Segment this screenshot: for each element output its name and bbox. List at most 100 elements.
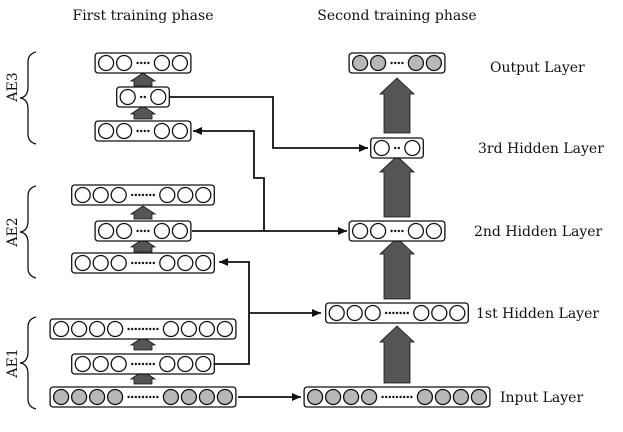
neuron-node: [180, 388, 198, 406]
ae1-up-arrow-bottom: [129, 370, 157, 385]
neuron-node: [195, 355, 212, 373]
neuron-node: [180, 320, 198, 338]
ellipsis-dot: [140, 129, 143, 133]
ellipsis-dot: [143, 129, 146, 133]
neuron-node: [92, 186, 109, 204]
neuron-node: [449, 304, 466, 322]
ellipsis-dot: [134, 362, 137, 366]
ellipsis-dot: [127, 327, 130, 331]
neuron-node: [52, 320, 70, 338]
neuron-node: [404, 139, 421, 157]
neuron-node: [452, 388, 470, 406]
neuron-node: [153, 222, 171, 240]
ellipsis-dot: [134, 193, 137, 197]
ellipsis-dot: [147, 129, 150, 133]
neuron-node: [369, 54, 387, 72]
ellipsis-dot: [397, 146, 400, 150]
ellipsis-dot: [136, 229, 139, 233]
input-layer-label: Input Layer: [500, 390, 583, 406]
ae3-input-layer: [94, 120, 192, 142]
ellipsis-dot: [149, 193, 152, 197]
ellipsis-dot: [406, 311, 409, 315]
neuron-node: [416, 388, 434, 406]
ellipsis-dot: [149, 395, 152, 399]
neuron-node: [119, 88, 136, 106]
ae1-up-arrow-top: [129, 336, 157, 351]
connector-ae1-hidden-to-ae2-input: [186, 258, 250, 365]
neuron-node: [97, 222, 115, 240]
ellipsis-dot: [140, 61, 143, 65]
ae2-reconstruction-layer: [71, 184, 215, 206]
layers-group: [49, 52, 491, 408]
ellipsis-dot: [390, 61, 393, 65]
ae1-reconstruction-layer: [49, 318, 237, 340]
neuron-node: [88, 320, 106, 338]
hidden3-layer: [370, 137, 424, 159]
ellipsis-dot: [134, 261, 137, 265]
ellipsis-dot: [394, 229, 397, 233]
neuron-node: [425, 54, 443, 72]
ellipsis-dot: [390, 229, 393, 233]
ae2-input-layer: [71, 252, 215, 274]
ellipsis-dot: [152, 261, 155, 265]
ellipsis-dot: [143, 95, 146, 99]
ellipsis-dot: [381, 395, 384, 399]
neuron-node: [162, 320, 180, 338]
ellipsis-dot: [152, 193, 155, 197]
neuron-node: [470, 388, 488, 406]
neuron-node: [177, 355, 194, 373]
ellipsis-dot: [141, 261, 145, 265]
ellipsis-dot: [143, 229, 146, 233]
neuron-node: [110, 254, 127, 272]
neuron-node: [110, 186, 127, 204]
ellipsis-dot: [395, 311, 399, 315]
connector-ae3-hidden-to-hidden3: [166, 96, 368, 152]
ellipsis-dot: [145, 395, 148, 399]
ellipsis-dot: [149, 327, 152, 331]
neuron-node: [431, 304, 448, 322]
ellipsis-dot: [401, 229, 404, 233]
hidden2-layer-label: 2nd Hidden Layer: [474, 224, 603, 240]
ellipsis-dot: [399, 311, 402, 315]
neuron-node: [106, 388, 124, 406]
neuron-node: [177, 186, 194, 204]
output-layer: [348, 52, 446, 74]
neuron-node: [171, 222, 189, 240]
neuron-node: [110, 355, 127, 373]
neuron-node: [92, 355, 109, 373]
neuron-node: [74, 254, 91, 272]
neuron-node: [195, 254, 212, 272]
ae3-up-arrow-bottom: [129, 105, 157, 120]
ellipsis-dot: [156, 395, 159, 399]
input-layer: [303, 386, 491, 408]
ellipsis-dot: [138, 261, 141, 265]
ellipsis-dot: [149, 261, 152, 265]
ellipsis-dot: [145, 193, 148, 197]
ae3-brace: [19, 51, 37, 145]
group-label-ae3: AE3: [5, 72, 21, 102]
ellipsis-dot: [385, 311, 388, 315]
neuron-node: [413, 304, 430, 322]
ellipsis-dot: [140, 229, 143, 233]
neuron-node: [88, 388, 106, 406]
ellipsis-dot: [397, 229, 400, 233]
ellipsis-dot: [403, 395, 406, 399]
neuron-node: [351, 54, 369, 72]
ae2-hidden-layer: [94, 220, 192, 242]
ellipsis-dot: [388, 395, 391, 399]
hidden1-layer-label: 1st Hidden Layer: [476, 306, 599, 322]
neuron-node: [162, 388, 180, 406]
ellipsis-dot: [131, 261, 134, 265]
neuron-node: [74, 355, 91, 373]
neuron-node: [364, 304, 381, 322]
neuron-node: [346, 304, 363, 322]
ellipsis-dot: [392, 395, 395, 399]
hidden3-layer-label: 3rd Hidden Layer: [478, 141, 604, 157]
ellipsis-dot: [143, 61, 146, 65]
neuron-node: [92, 254, 109, 272]
neuron-node: [97, 122, 115, 140]
ellipsis-dot: [152, 362, 155, 366]
ellipsis-dot: [388, 311, 391, 315]
ellipsis-dot: [141, 327, 145, 331]
